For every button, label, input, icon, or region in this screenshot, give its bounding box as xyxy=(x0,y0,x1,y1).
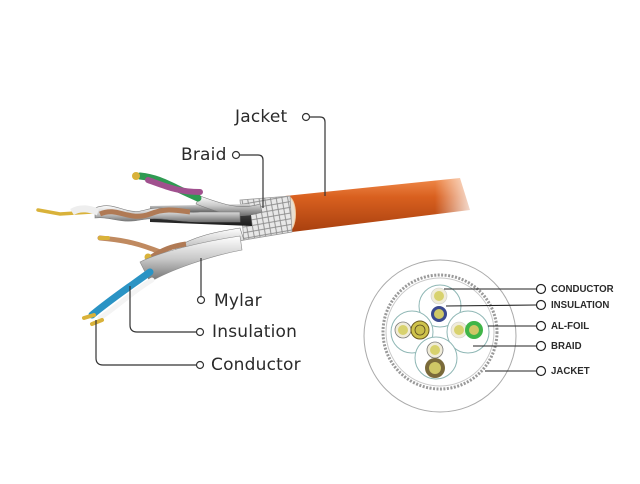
xlabel-al-foil: AL-FOIL xyxy=(551,320,590,332)
cross-section xyxy=(363,259,547,413)
label-mylar: Mylar xyxy=(214,291,262,311)
braid-marker-icon xyxy=(231,150,241,160)
pair-green-purple xyxy=(132,172,263,217)
cross-pair-bottom xyxy=(414,336,458,380)
pair-white-brown xyxy=(36,205,241,223)
x-al-foil-marker-icon xyxy=(535,320,547,332)
leader-braid xyxy=(240,154,264,208)
label-insulation: Insulation xyxy=(212,322,298,342)
leader-endpoints-cross xyxy=(535,283,547,377)
insulation-marker-icon xyxy=(195,327,205,337)
label-braid: Braid xyxy=(181,145,227,165)
x-conductor-marker-icon xyxy=(535,283,547,295)
leader-insulation xyxy=(129,286,196,333)
xlabel-conductor: CONDUCTOR xyxy=(551,283,614,295)
leader-lines-cross xyxy=(444,288,537,372)
jacket-marker-icon xyxy=(301,112,311,122)
label-conductor: Conductor xyxy=(211,355,301,375)
leader-lines-side xyxy=(95,116,326,366)
pair-blue-white xyxy=(82,235,243,326)
jacket-segment xyxy=(280,170,480,232)
x-jacket-marker-icon xyxy=(535,365,547,377)
x-insulation-marker-icon xyxy=(535,299,547,311)
cross-pair-right xyxy=(446,310,490,354)
xlabel-insulation: INSULATION xyxy=(551,299,610,311)
leader-conductor xyxy=(95,320,196,366)
label-jacket: Jacket xyxy=(235,107,288,127)
xleader-insulation xyxy=(445,304,537,307)
conductor-marker-icon xyxy=(195,360,205,370)
mylar-marker-icon xyxy=(196,295,206,305)
x-braid-marker-icon xyxy=(535,340,547,352)
leader-jacket xyxy=(310,116,326,196)
xlabel-braid: BRAID xyxy=(551,340,582,352)
xlabel-jacket: JACKET xyxy=(551,365,590,377)
cross-pair-top xyxy=(418,284,462,328)
leader-endpoints-side xyxy=(195,112,311,370)
